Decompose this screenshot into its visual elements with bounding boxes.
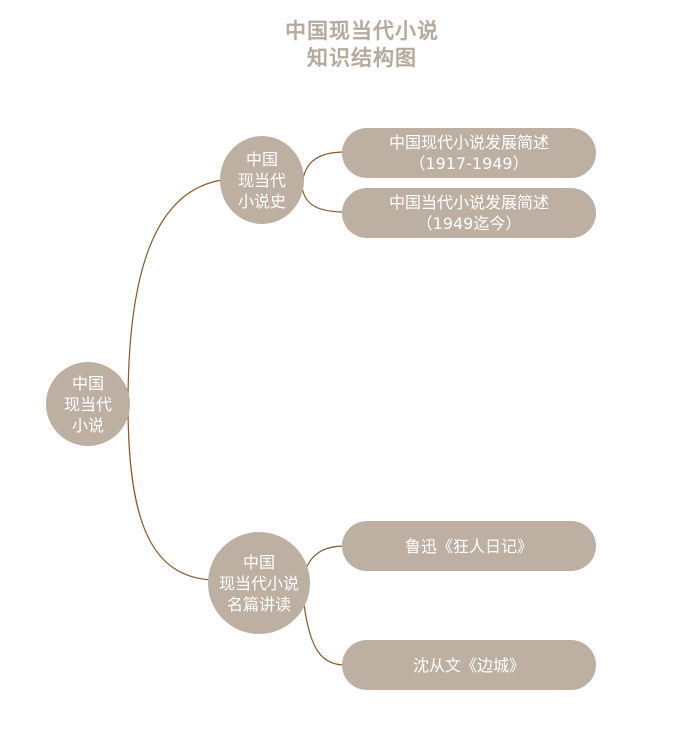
connector-history-to-modern [301,151,346,187]
root-node-line-3: 小说 [71,415,104,435]
root-node-line-2: 现当代 [63,394,112,414]
diagram-title: 中国现当代小说 知识结构图 [0,18,679,72]
connector-history-to-contemporary [301,185,346,213]
title-line-1: 中国现当代小说 [285,19,439,43]
title-line-2: 知识结构图 [307,46,417,70]
leaf-luxun-line-1: 鲁迅《狂人日记》 [404,536,533,556]
branch-node-history[interactable]: 中国 现当代 小说史 [220,136,304,224]
root-node[interactable]: 中国 现当代 小说 [46,362,130,446]
branch-history-line-3: 小说史 [237,191,286,211]
branch-node-readings[interactable]: 中国 现当代小说 名篇讲读 [208,532,310,634]
branch-readings-line-1: 中国 [242,552,275,572]
leaf-node-luxun[interactable]: 鲁迅《狂人日记》 [342,521,596,571]
leaf-modern-line-2: （1917-1949） [409,154,529,173]
leaf-shencongwen-line-1: 沈从文《边城》 [412,655,525,675]
branch-readings-line-2: 现当代小说 [218,573,299,593]
branch-history-line-1: 中国 [245,149,278,169]
root-node-line-1: 中国 [71,373,104,393]
connector-readings-to-luxun [303,545,346,575]
leaf-contemporary-line-2: （1949迄今） [416,214,522,233]
connector-root-to-history [127,179,223,405]
leaf-modern-line-1: 中国现代小说发展简述 [388,133,549,152]
leaf-contemporary-line-1: 中国当代小说发展简述 [388,193,549,212]
leaf-node-contemporary-novel[interactable]: 中国当代小说发展简述 （1949迄今） [342,188,596,238]
leaf-node-modern-novel[interactable]: 中国现代小说发展简述 （1917-1949） [342,128,596,178]
branch-readings-line-3: 名篇讲读 [226,594,291,614]
leaf-node-shencongwen[interactable]: 沈从文《边城》 [342,640,596,690]
connector-readings-to-shencongwen [303,603,346,666]
branch-history-line-2: 现当代 [237,170,286,190]
connector-root-to-readings [127,403,215,581]
